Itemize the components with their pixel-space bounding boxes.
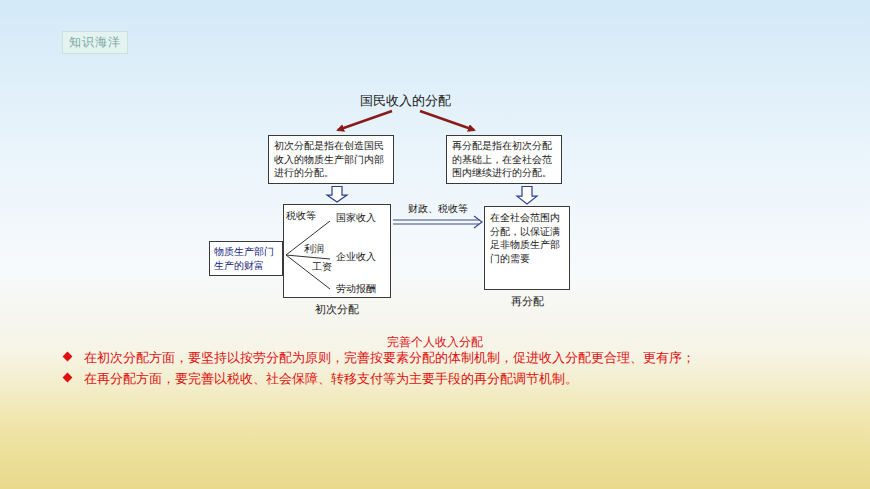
bullet-text: 在再分配方面，要完善以税收、社会保障、转移支付等为主要手段的再分配调节机制。 [84, 370, 578, 388]
flow-label: 工资 [312, 262, 332, 272]
box-text: 初次分配是指在创造国民收入的物质生产部门内部进行的分配。 [274, 139, 388, 180]
box-caption: 初次分配 [264, 303, 410, 316]
box-caption: 再分配 [465, 295, 589, 308]
title-arrow [338, 111, 392, 130]
split-line [286, 221, 330, 255]
arrow-line [393, 220, 479, 221]
diagram-title: 国民收入的分配 [360, 92, 451, 110]
hollow-arrow [327, 187, 347, 203]
flow-label: 税收等 [286, 211, 316, 221]
bullet-diamond [63, 352, 73, 362]
income-label: 劳动报酬 [336, 284, 376, 294]
bullet-diamond [63, 373, 73, 383]
hollow-arrow [517, 187, 537, 205]
source-box: 物质生产部门生产的财富 [209, 241, 283, 276]
connector [517, 187, 537, 205]
split-line [286, 255, 330, 289]
connector [393, 216, 482, 228]
income-label: 企业收入 [336, 252, 376, 262]
arrow-head [474, 216, 482, 228]
arrow-line [393, 224, 479, 225]
income-label: 国家收入 [336, 213, 376, 223]
flow-label: 利润 [304, 244, 324, 254]
distribution-box: 税收等国家收入利润企业收入工资劳动报酬初次分配 [283, 204, 391, 298]
box-text: 再分配是指在初次分配的基础上，在全社会范围内继续进行的分配。 [452, 139, 556, 180]
connector [327, 187, 347, 203]
split-line [286, 255, 330, 259]
definition-box: 再分配是指在初次分配的基础上，在全社会范围内继续进行的分配。 [446, 135, 562, 184]
section-heading: 完善个人收入分配 [387, 334, 483, 351]
corner-tag: 知识海洋 [62, 31, 128, 54]
bullet-text: 在初次分配方面，要坚持以按劳分配为原则，完善按要素分配的体制机制，促进收入分配更… [84, 349, 695, 367]
definition-box: 初次分配是指在创造国民收入的物质生产部门内部进行的分配。 [268, 135, 394, 184]
box-text: 物质生产部门生产的财富 [214, 245, 278, 272]
title-arrow [420, 111, 474, 130]
box-text: 在全社会范围内分配，以保证满足非物质生产部门的需要 [490, 211, 564, 265]
edge-label: 财政、税收等 [408, 204, 468, 214]
result-box: 在全社会范围内分配，以保证满足非物质生产部门的需要再分配 [484, 206, 570, 290]
